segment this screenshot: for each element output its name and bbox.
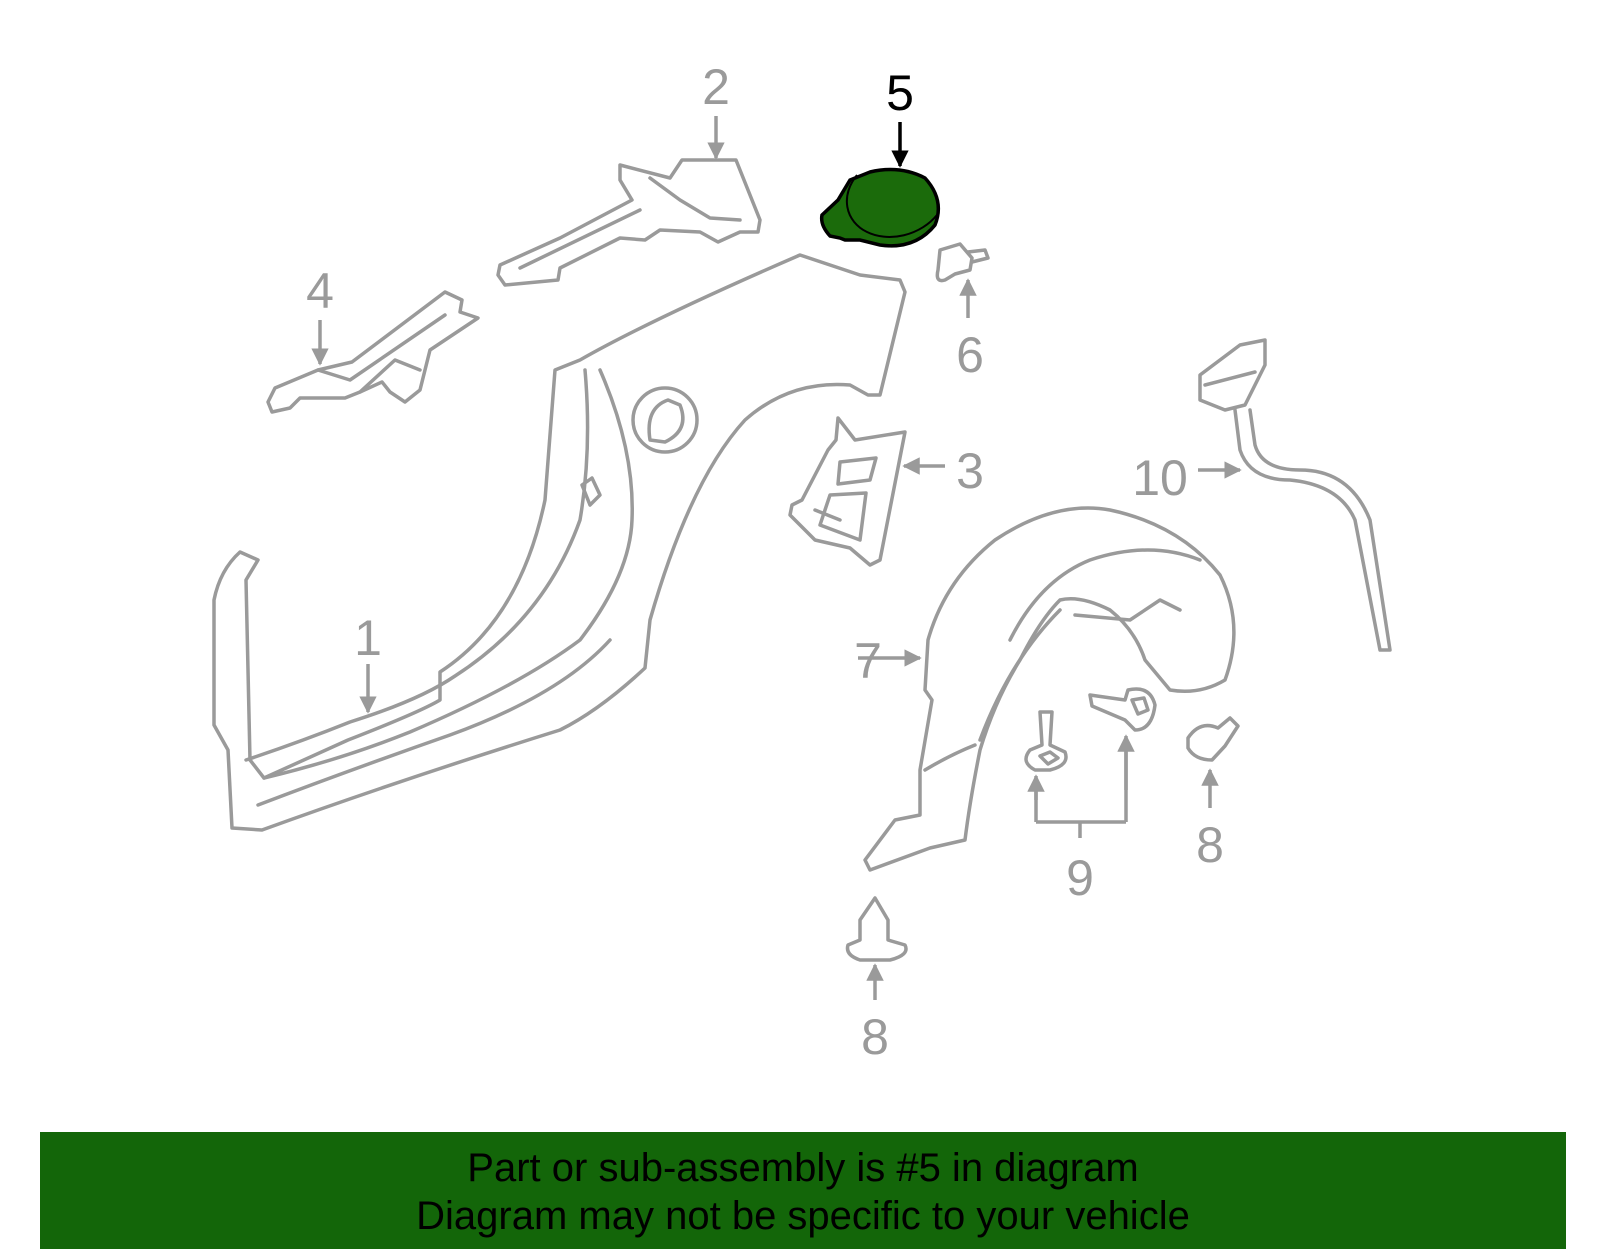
upper-rail-part bbox=[496, 158, 762, 287]
callout-7: 7 bbox=[854, 633, 882, 689]
callout-2: 2 bbox=[702, 59, 730, 115]
callout-8-bottom: 8 bbox=[861, 1009, 889, 1065]
banner-line-2: Diagram may not be specific to your vehi… bbox=[416, 1194, 1190, 1238]
callout-10: 10 bbox=[1132, 450, 1188, 506]
callout-8-right: 8 bbox=[1196, 817, 1224, 873]
bumper-stop-part bbox=[935, 242, 990, 283]
bolt-part-right bbox=[1088, 687, 1157, 732]
callout-3: 3 bbox=[956, 443, 984, 499]
wheelhouse-liner-part bbox=[863, 506, 1236, 872]
push-pin-part-right bbox=[1186, 716, 1240, 762]
bracket-part bbox=[788, 416, 907, 567]
leader-lines bbox=[311, 116, 1242, 1000]
info-banner: Part or sub-assembly is #5 in diagram Di… bbox=[40, 1132, 1566, 1249]
push-pin-part-bottom bbox=[845, 896, 908, 962]
parts-diagram: 2 4 1 3 6 7 10 8 8 9 5 bbox=[212, 59, 1392, 1065]
callout-9: 9 bbox=[1066, 850, 1094, 906]
callout-6: 6 bbox=[956, 327, 984, 383]
vent-cable-part bbox=[1198, 338, 1392, 652]
bolt-part-left bbox=[1024, 710, 1068, 772]
callout-4: 4 bbox=[306, 263, 334, 319]
banner-line-1: Part or sub-assembly is #5 in diagram bbox=[467, 1146, 1139, 1190]
lower-rail-part bbox=[266, 290, 480, 414]
quarter-panel-part bbox=[212, 253, 907, 832]
callout-1: 1 bbox=[354, 610, 382, 666]
fuel-filler-housing-part bbox=[819, 167, 941, 248]
callout-5: 5 bbox=[886, 65, 914, 121]
